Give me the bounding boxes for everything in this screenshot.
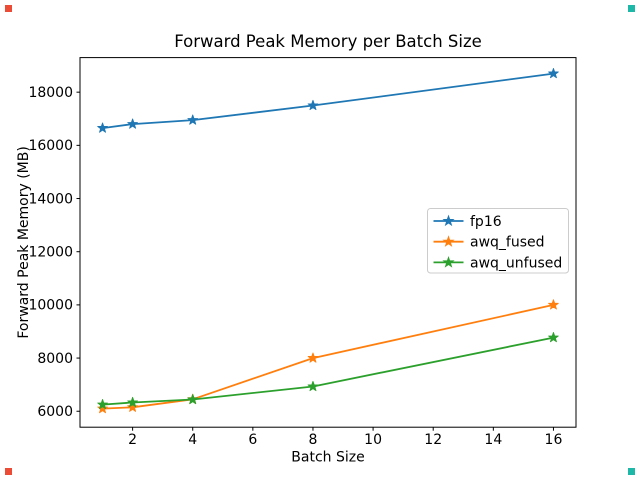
data-point-marker-awq_fused xyxy=(97,402,108,414)
legend-label-awq_unfused: awq_unfused xyxy=(470,255,562,271)
y-tick-label: 6000 xyxy=(37,404,73,420)
x-tick-label: 10 xyxy=(364,432,382,448)
data-point-marker-fp16 xyxy=(97,122,108,133)
corner-marker-bottom-right-icon xyxy=(628,468,635,475)
legend-label-awq_fused: awq_fused xyxy=(470,235,545,251)
data-point-marker-awq_unfused xyxy=(307,380,319,392)
x-tick-label: 14 xyxy=(484,432,502,448)
data-point-marker-awq_unfused xyxy=(127,396,138,408)
y-tick-label: 8000 xyxy=(37,351,73,367)
y-tick-label: 18000 xyxy=(28,85,73,101)
data-point-marker-awq_unfused xyxy=(187,393,199,405)
data-point-marker-awq_unfused xyxy=(548,331,559,343)
legend-frame xyxy=(427,208,569,274)
x-tick-label: 2 xyxy=(128,432,137,448)
x-tick-label: 16 xyxy=(545,432,563,448)
data-point-marker-awq_fused xyxy=(548,299,559,310)
data-point-marker-fp16 xyxy=(307,99,319,111)
legend-handle-marker xyxy=(442,214,455,227)
x-axis-label: Batch Size xyxy=(291,450,364,466)
y-tick-label: 12000 xyxy=(28,245,73,261)
y-tick-label: 14000 xyxy=(28,191,73,207)
legend-handle-marker xyxy=(442,235,455,247)
data-point-marker-awq_fused xyxy=(307,352,319,363)
y-axis-label: Forward Peak Memory (MB) xyxy=(16,146,32,338)
x-tick-label: 4 xyxy=(188,432,197,448)
data-point-marker-fp16 xyxy=(187,114,199,125)
corner-marker-bottom-left-icon xyxy=(5,468,12,475)
x-tick-label: 6 xyxy=(248,432,257,448)
x-tick-label: 12 xyxy=(424,432,442,448)
legend-handle-marker xyxy=(442,255,455,268)
data-point-marker-awq_unfused xyxy=(97,399,108,410)
data-point-marker-awq_fused xyxy=(127,401,138,412)
x-tick-label: 8 xyxy=(309,432,318,448)
y-tick-label: 10000 xyxy=(28,298,73,314)
corner-marker-top-left-icon xyxy=(5,5,12,12)
y-tick-label: 16000 xyxy=(28,138,73,154)
data-point-marker-fp16 xyxy=(548,67,559,79)
axes-spines xyxy=(79,57,577,428)
data-point-marker-fp16 xyxy=(127,118,138,129)
legend: fp16 awq_fused awq_unfused xyxy=(427,208,569,274)
legend-label-fp16: fp16 xyxy=(470,214,502,230)
corner-marker-top-right-icon xyxy=(628,5,635,12)
chart-title: Forward Peak Memory per Batch Size xyxy=(174,32,482,51)
